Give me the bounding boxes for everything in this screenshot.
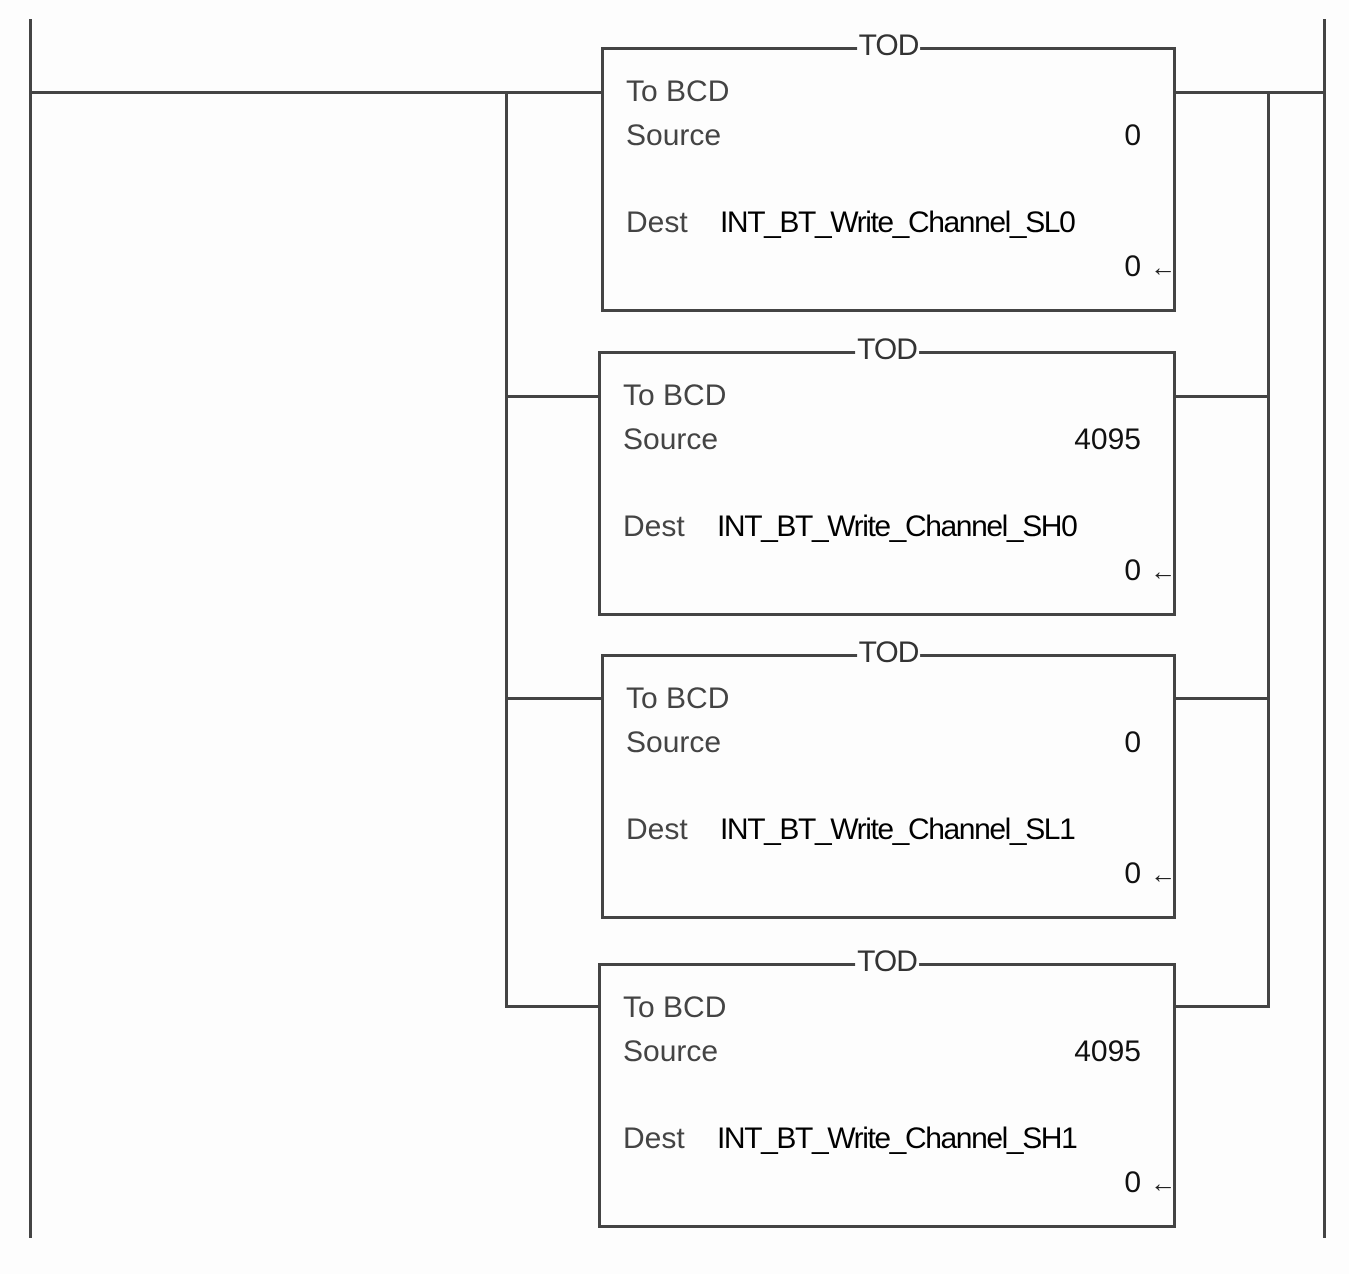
dest-tag[interactable]: INT_BT_Write_Channel_SH0 xyxy=(717,510,1078,543)
instruction-title: To BCD xyxy=(626,682,730,715)
branch-wire-out-1 xyxy=(1173,91,1269,94)
rung-wire-main-right xyxy=(1267,91,1325,94)
arrow-left-icon: ← xyxy=(1150,859,1176,889)
dest-value: 0 xyxy=(1124,857,1141,890)
branch-wire-in-3 xyxy=(505,697,602,700)
tod-instruction-block[interactable]: TOD To BCD Source 0 Dest INT_BT_Write_Ch… xyxy=(601,635,1176,919)
tod-instruction-block[interactable]: TOD To BCD Source 4095 Dest INT_BT_Write… xyxy=(598,332,1176,616)
source-value[interactable]: 4095 xyxy=(1074,423,1141,456)
dest-value: 0 xyxy=(1124,554,1141,587)
source-label: Source xyxy=(626,119,722,152)
dest-tag[interactable]: INT_BT_Write_Channel_SL0 xyxy=(720,206,1076,239)
dest-tag[interactable]: INT_BT_Write_Channel_SL1 xyxy=(720,813,1076,846)
arrow-left-icon: ← xyxy=(1150,252,1176,282)
instruction-title: To BCD xyxy=(623,379,727,412)
source-label: Source xyxy=(626,726,722,759)
branch-wire-in-1 xyxy=(505,91,602,94)
dest-label: Dest xyxy=(623,510,685,543)
tod-instruction-block[interactable]: TOD To BCD Source 0 Dest INT_BT_Write_Ch… xyxy=(601,28,1176,312)
branch-left-vertical xyxy=(505,91,508,1008)
branch-wire-in-4 xyxy=(505,1005,600,1008)
source-label: Source xyxy=(623,423,719,456)
right-power-rail xyxy=(1323,19,1326,1238)
arrow-left-icon: ← xyxy=(1150,556,1176,586)
source-value[interactable]: 0 xyxy=(1124,119,1141,152)
source-value[interactable]: 4095 xyxy=(1074,1035,1141,1068)
dest-tag[interactable]: INT_BT_Write_Channel_SH1 xyxy=(717,1122,1078,1155)
instruction-mnemonic: TOD xyxy=(856,28,921,64)
instruction-title: To BCD xyxy=(623,991,727,1024)
branch-right-vertical xyxy=(1267,91,1270,1008)
dest-label: Dest xyxy=(626,813,688,846)
instruction-mnemonic: TOD xyxy=(855,332,919,368)
instruction-mnemonic: TOD xyxy=(855,944,919,980)
rung-wire-main-left xyxy=(29,91,507,94)
branch-wire-out-4 xyxy=(1173,1005,1269,1008)
branch-wire-out-3 xyxy=(1173,697,1269,700)
dest-label: Dest xyxy=(626,206,688,239)
source-label: Source xyxy=(623,1035,719,1068)
tod-instruction-block[interactable]: TOD To BCD Source 4095 Dest INT_BT_Write… xyxy=(598,944,1176,1228)
branch-wire-in-2 xyxy=(505,395,600,398)
arrow-left-icon: ← xyxy=(1150,1168,1176,1198)
dest-value: 0 xyxy=(1124,1166,1141,1199)
source-value[interactable]: 0 xyxy=(1124,726,1141,759)
instruction-title: To BCD xyxy=(626,75,730,108)
instruction-mnemonic: TOD xyxy=(856,635,921,671)
dest-value: 0 xyxy=(1124,250,1141,283)
branch-wire-out-2 xyxy=(1173,395,1269,398)
left-power-rail xyxy=(29,19,32,1238)
dest-label: Dest xyxy=(623,1122,685,1155)
